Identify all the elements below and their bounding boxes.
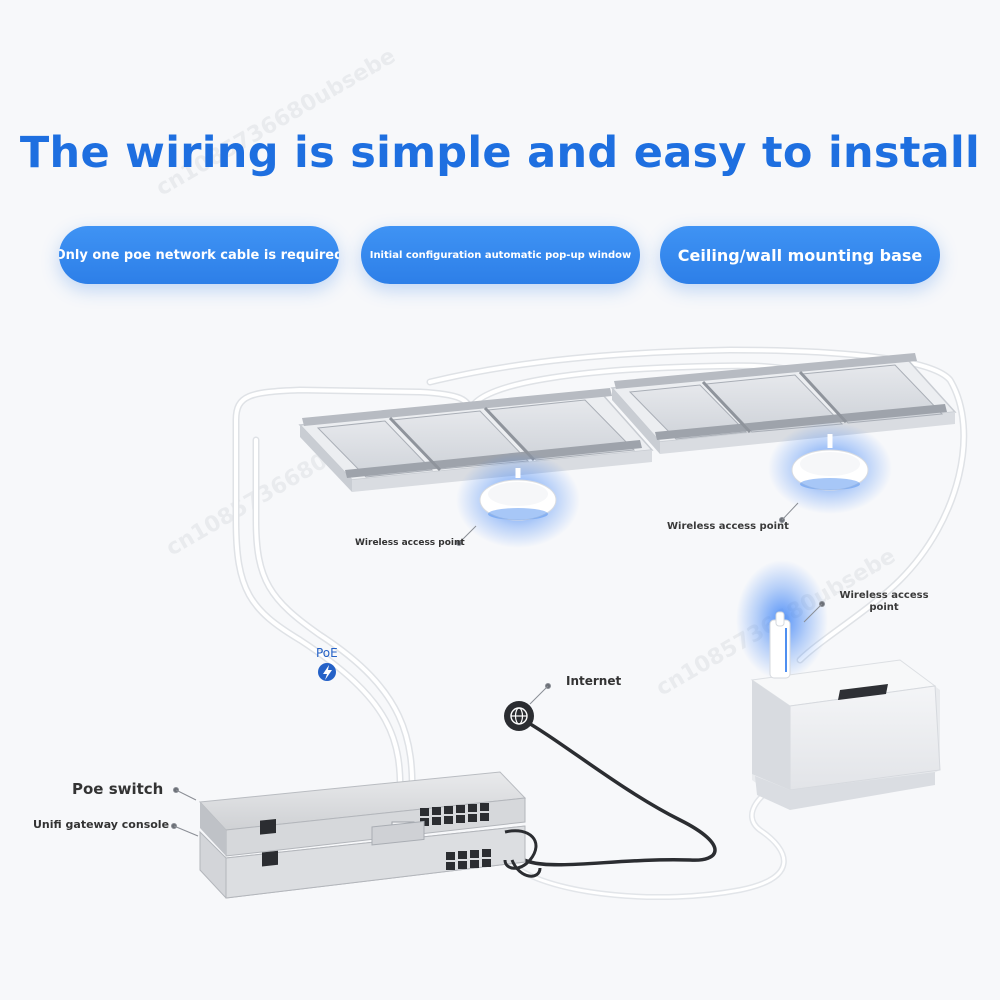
internet-cable (513, 716, 717, 867)
ceiling-panel-right (610, 353, 957, 454)
ceiling-panel-left (298, 388, 654, 492)
feature-pill-poe-cable: Only one poe network cable is required (59, 226, 339, 284)
poe-cables (232, 346, 968, 901)
page-title: The wiring is simple and easy to install (19, 128, 981, 178)
label-access-point-wall-line2: point (869, 602, 899, 613)
gateway-console-device (199, 820, 526, 899)
access-point-right (768, 422, 892, 514)
label-internet: Internet (566, 674, 622, 688)
label-poe: PoE (316, 646, 338, 660)
access-point-left (456, 452, 580, 548)
label-access-point-wall-line1: Wireless access (839, 590, 929, 601)
feature-pill-config-popup: Initial configuration automatic pop-up w… (361, 226, 640, 284)
label-access-point-wall: Wireless access point (838, 590, 930, 614)
feature-pill-mounting-base: Ceiling/wall mounting base (660, 226, 940, 284)
label-access-point-right: Wireless access point (667, 521, 789, 532)
label-access-point-left: Wireless access point (355, 538, 465, 548)
wall-mount-base (736, 560, 941, 810)
label-poe-switch: Poe switch (72, 780, 164, 798)
globe-icon (504, 701, 534, 731)
label-gateway-console: Unifi gateway console (33, 818, 170, 831)
poe-lightning-icon (318, 663, 336, 681)
